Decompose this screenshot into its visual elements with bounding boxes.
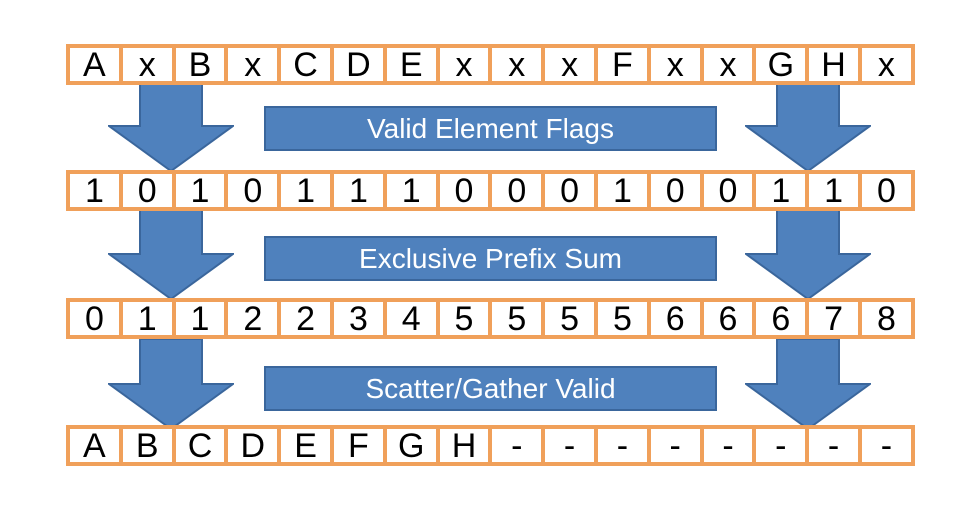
input-cell: x	[224, 44, 282, 85]
prefix-sum-cell: 6	[646, 298, 704, 339]
flags-cell: 0	[858, 170, 915, 211]
output-cell: -	[805, 425, 862, 466]
arrow-shape	[108, 80, 234, 172]
down-arrow-icon	[108, 208, 234, 300]
output-cell: G	[382, 425, 440, 466]
prefix-sum-cell: 6	[699, 298, 757, 339]
prefix-sum-cell: 1	[118, 298, 176, 339]
flags-cell: 0	[699, 170, 757, 211]
output-cell: B	[118, 425, 176, 466]
flags-cell: 0	[224, 170, 282, 211]
output-cell: -	[699, 425, 757, 466]
flags-cell: 0	[541, 170, 598, 211]
flags-cell: 0	[488, 170, 546, 211]
arrow-shape	[108, 208, 234, 300]
input-cell: G	[752, 44, 810, 85]
step-label: Exclusive Prefix Sum	[264, 236, 717, 281]
output-cell: -	[858, 425, 915, 466]
output-cell: -	[594, 425, 651, 466]
flags-cell: 1	[330, 170, 387, 211]
input-cell: D	[330, 44, 387, 85]
prefix-sum-cell: 5	[594, 298, 651, 339]
prefix-sum-cell: 3	[330, 298, 387, 339]
flags-cell: 1	[805, 170, 862, 211]
output-cell: D	[224, 425, 282, 466]
input-cell: x	[488, 44, 546, 85]
flags-cell: 1	[752, 170, 810, 211]
input-cell: F	[594, 44, 651, 85]
down-arrow-icon	[745, 208, 871, 300]
step-label: Scatter/Gather Valid	[264, 366, 717, 411]
input-cell: x	[541, 44, 598, 85]
input-cell: x	[118, 44, 176, 85]
arrow-shape	[745, 338, 871, 430]
input-cell: B	[171, 44, 229, 85]
flags-cell: 0	[646, 170, 704, 211]
flags-cell: 1	[594, 170, 651, 211]
output-cell: F	[330, 425, 387, 466]
input-cell: x	[699, 44, 757, 85]
flags-cell: 1	[171, 170, 229, 211]
input-cell: x	[435, 44, 493, 85]
output-cell: A	[66, 425, 123, 466]
output-cell: -	[752, 425, 810, 466]
input-cell: x	[646, 44, 704, 85]
flags-cell: 0	[118, 170, 176, 211]
prefix-sum-cell: 0	[66, 298, 123, 339]
flags-cell: 1	[382, 170, 440, 211]
flags-cell: 1	[277, 170, 334, 211]
output-cell: H	[435, 425, 493, 466]
prefix-sum-cell: 4	[382, 298, 440, 339]
prefix-sum-cell: 5	[488, 298, 546, 339]
prefix-sum-cell: 1	[171, 298, 229, 339]
prefix-sum-cell: 2	[277, 298, 334, 339]
down-arrow-icon	[745, 80, 871, 172]
input-cell: H	[805, 44, 862, 85]
prefix-sum-cell: 5	[541, 298, 598, 339]
arrow-shape	[745, 80, 871, 172]
prefix-sum-cell: 7	[805, 298, 862, 339]
prefix-sum-cell: 5	[435, 298, 493, 339]
down-arrow-icon	[108, 338, 234, 430]
input-cell: A	[66, 44, 123, 85]
down-arrow-icon	[745, 338, 871, 430]
input-cell: C	[277, 44, 334, 85]
prefix-sum-cell: 2	[224, 298, 282, 339]
input-cell: x	[858, 44, 915, 85]
output-cell: -	[541, 425, 598, 466]
output-cell: -	[488, 425, 546, 466]
input-cell: E	[382, 44, 440, 85]
prefix-sum-cell: 6	[752, 298, 810, 339]
output-cell: -	[646, 425, 704, 466]
output-cell: C	[171, 425, 229, 466]
prefix-sum-cell: 8	[858, 298, 915, 339]
down-arrow-icon	[108, 80, 234, 172]
flags-cell: 1	[66, 170, 123, 211]
arrow-shape	[745, 208, 871, 300]
arrow-shape	[108, 338, 234, 430]
step-label: Valid Element Flags	[264, 106, 717, 151]
output-cell: E	[277, 425, 334, 466]
flags-cell: 0	[435, 170, 493, 211]
